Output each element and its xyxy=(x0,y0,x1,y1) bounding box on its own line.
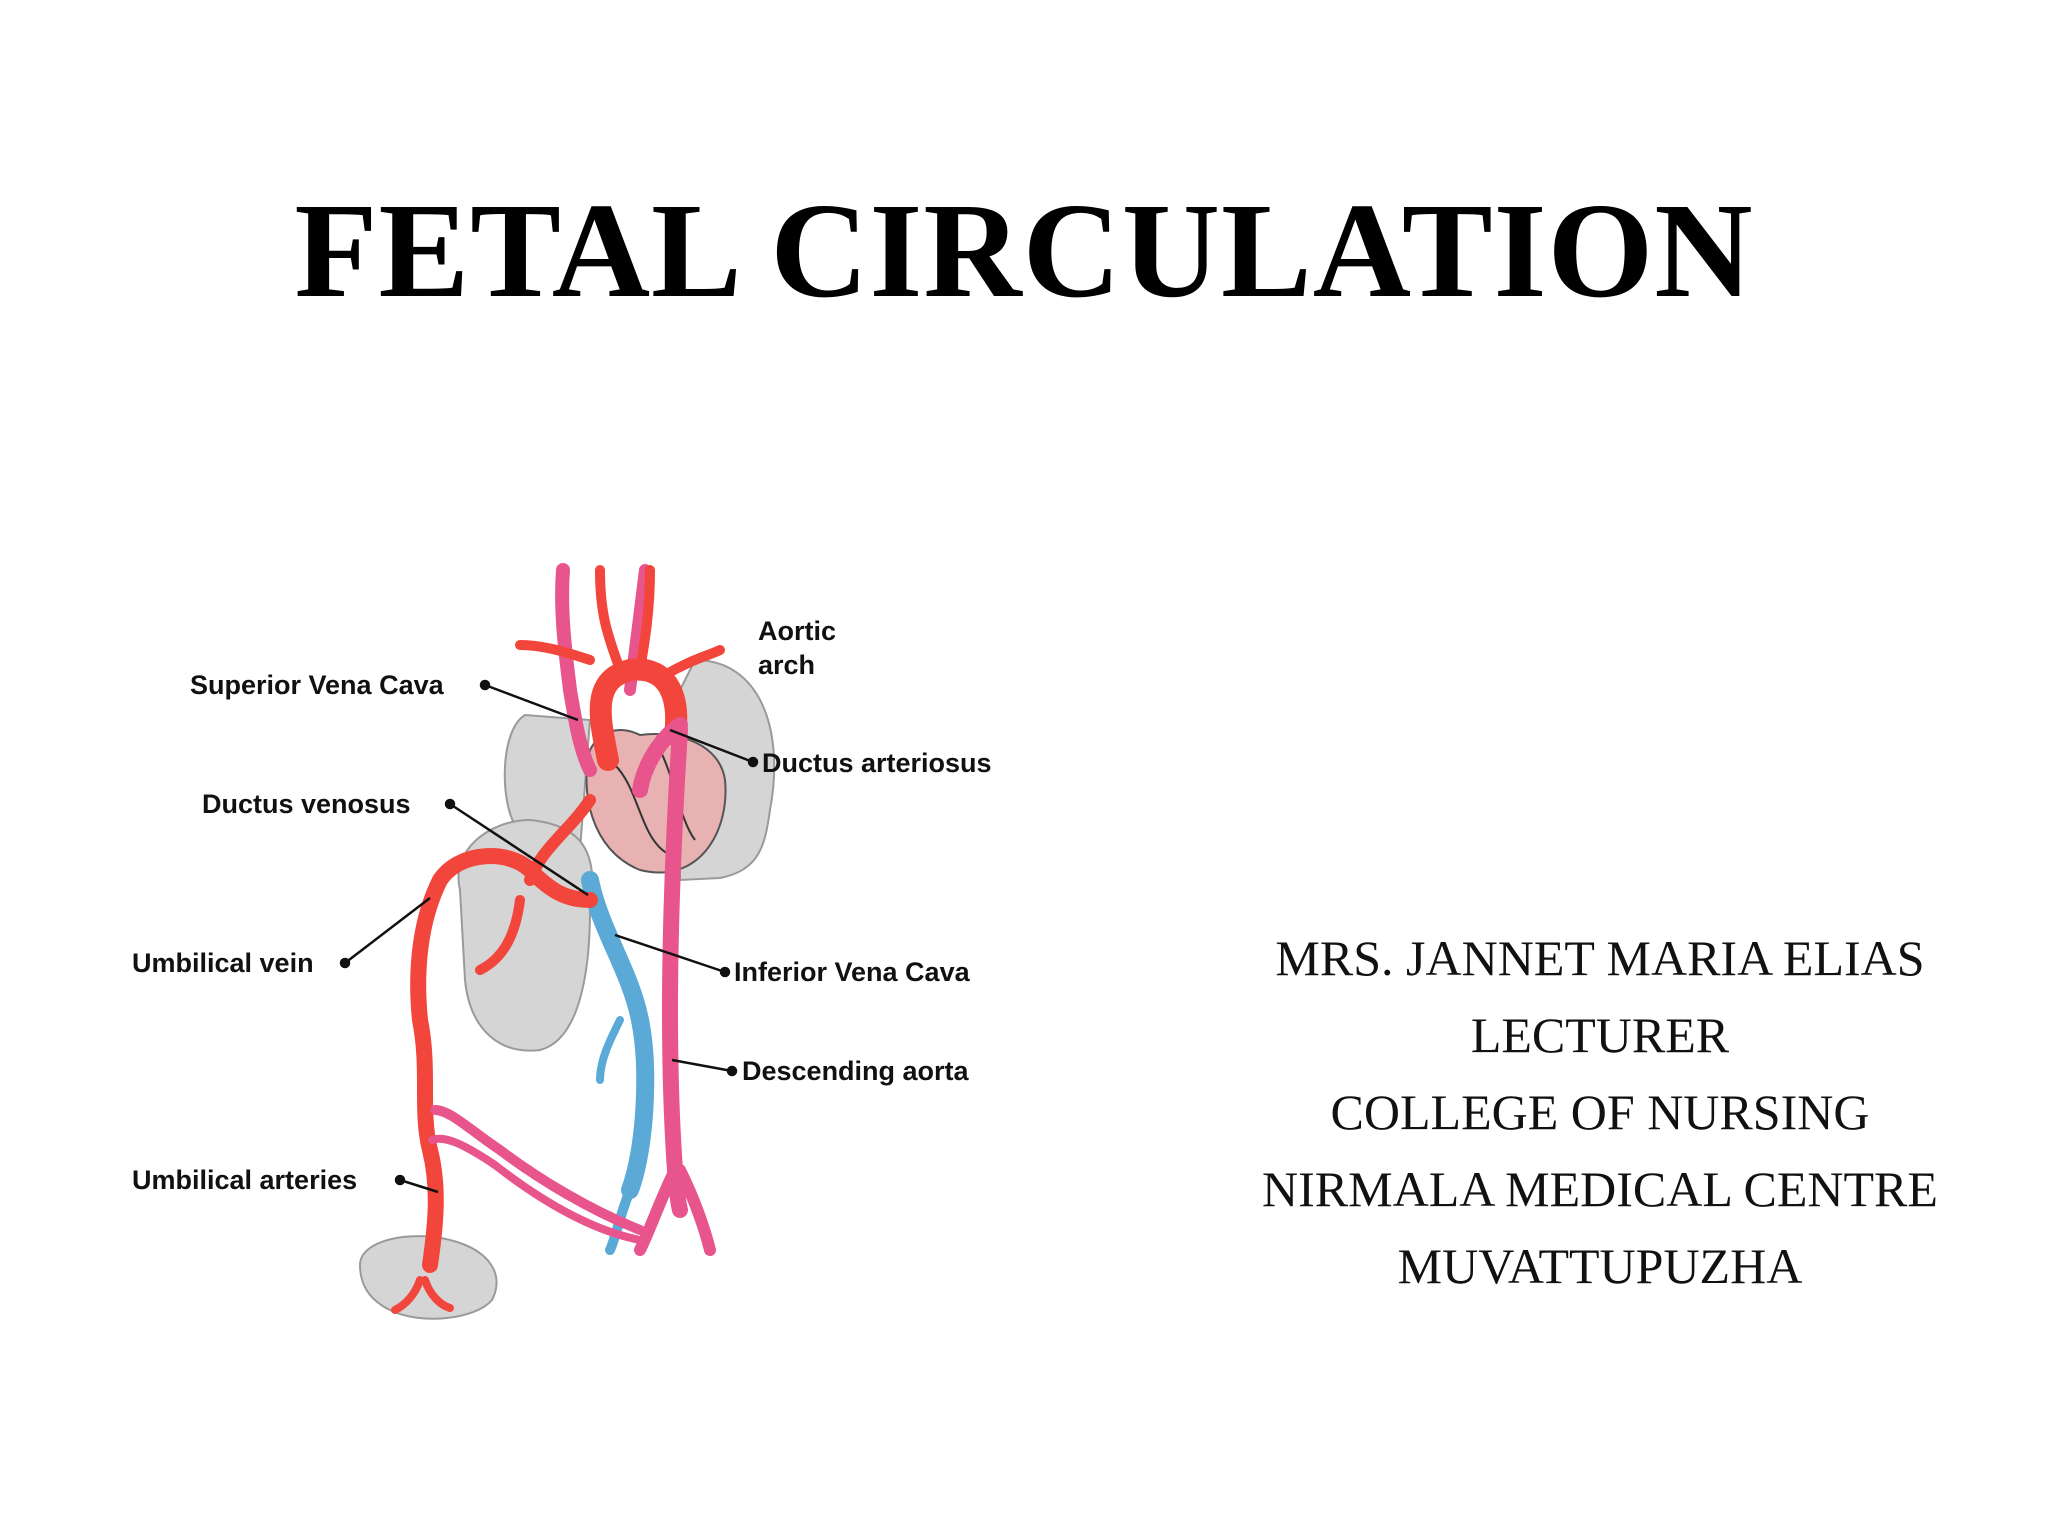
label-umbilical-vein: Umbilical vein xyxy=(132,948,314,978)
diagram-svg: Aortic arch Superior Vena Cava Ductus ar… xyxy=(132,563,992,1320)
label-ductus-venosus: Ductus venosus xyxy=(202,789,411,819)
presenter-location: MUVATTUPUZHA xyxy=(1397,1238,1803,1294)
hepatic-branch xyxy=(475,895,525,975)
arch-branch-1 xyxy=(595,565,625,675)
label-umbilical-arteries: Umbilical arteries xyxy=(132,1165,357,1195)
label-descending-aorta: Descending aorta xyxy=(742,1056,970,1086)
iliac-branch-right xyxy=(634,1164,681,1256)
leader-lines xyxy=(339,679,759,1194)
liver xyxy=(457,818,594,1052)
iliac-branch-left xyxy=(674,1164,716,1256)
presenter-info: MRS. JANNET MARIA ELIAS LECTURER COLLEGE… xyxy=(1200,920,2000,1305)
heart xyxy=(585,729,727,874)
slide-title: FETAL CIRCULATION xyxy=(294,176,1754,326)
inferior-vena-cava-vessel xyxy=(581,871,655,1199)
arch-branch-3 xyxy=(515,640,595,665)
superior-vena-cava-vessel xyxy=(555,563,597,777)
label-ductus-arteriosus: Ductus arteriosus xyxy=(762,748,992,778)
label-inferior-vena-cava: Inferior Vena Cava xyxy=(734,957,971,987)
placenta xyxy=(358,1235,498,1320)
presenter-title: LECTURER xyxy=(1470,1007,1730,1063)
arch-branch-2 xyxy=(635,565,655,675)
ductus-venosus-vessel xyxy=(524,794,596,886)
presenter-name: MRS. JANNET MARIA ELIAS xyxy=(1275,930,1925,986)
umbilical-arteries-vessel-2 xyxy=(428,1134,644,1244)
presenter-institution: NIRMALA MEDICAL CENTRE xyxy=(1262,1161,1938,1217)
label-aortic-arch-1: Aortic xyxy=(758,616,836,646)
label-aortic-arch-2: arch xyxy=(758,650,815,680)
presenter-college: COLLEGE OF NURSING xyxy=(1330,1084,1870,1140)
heart-chamber-line xyxy=(614,764,671,856)
ivc-branch-1 xyxy=(596,1016,624,1084)
label-superior-vena-cava: Superior Vena Cava xyxy=(190,670,445,700)
umbilical-arteries-vessel xyxy=(430,1105,645,1235)
placental-vessels xyxy=(391,1276,454,1314)
aortic-arch-vessel xyxy=(589,658,688,771)
arch-branch-4 xyxy=(660,645,725,680)
fetal-circulation-diagram: Aortic arch Superior Vena Cava Ductus ar… xyxy=(120,550,1080,1330)
descending-aorta-vessel xyxy=(661,722,688,1218)
